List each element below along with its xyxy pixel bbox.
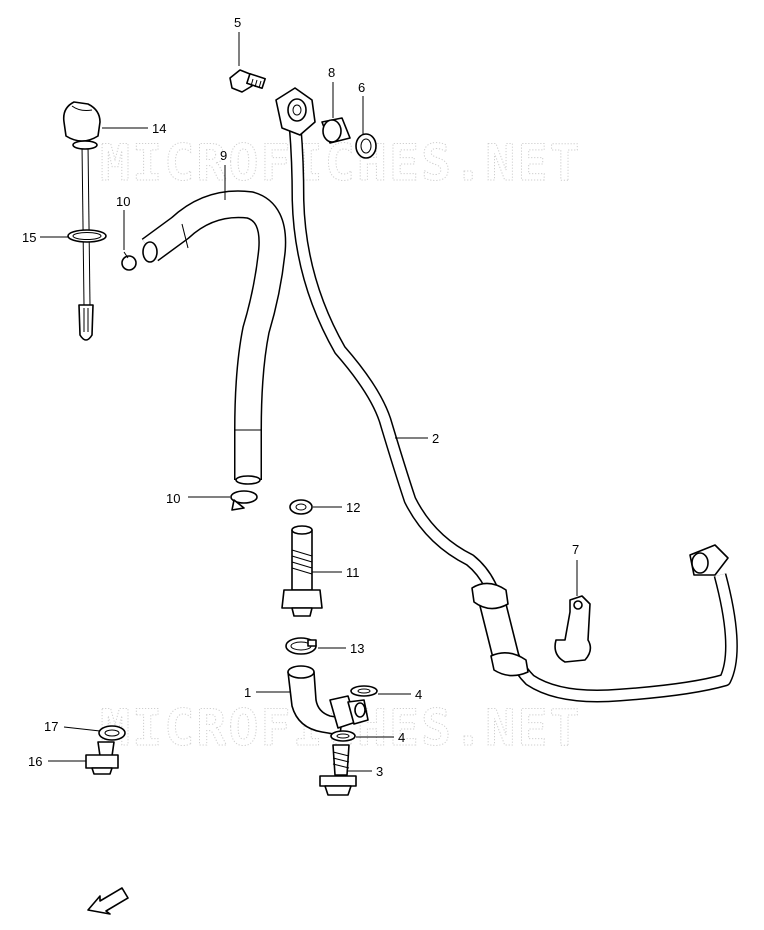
- callout-5-number: 5: [234, 15, 241, 30]
- callout-14-number: 14: [152, 121, 166, 136]
- breather-hose-part: [141, 190, 287, 485]
- callout-1: 1: [244, 685, 290, 700]
- clamp-bracket-part: [554, 595, 592, 663]
- callout-10-upper: 10: [116, 194, 130, 250]
- watermark-top: MICROFICHES.NET: [100, 134, 582, 192]
- callout-4-lower-number: 4: [398, 730, 405, 745]
- callout-16: 16: [28, 754, 86, 769]
- washer-part-4b: [330, 730, 356, 742]
- callout-17-number: 17: [44, 719, 58, 734]
- callout-9-number: 9: [220, 148, 227, 163]
- callout-10-upper-number: 10: [116, 194, 130, 209]
- clip-part-upper: [121, 251, 137, 271]
- callout-17: 17: [44, 719, 101, 734]
- callout-13-number: 13: [350, 641, 364, 656]
- callout-3-number: 3: [376, 764, 383, 779]
- oil-pipe-part: [275, 87, 738, 703]
- callout-13: 13: [318, 641, 364, 656]
- callout-11: 11: [312, 565, 360, 580]
- callout-10-lower: 10: [166, 491, 230, 506]
- callout-4-upper-number: 4: [415, 687, 422, 702]
- callout-12: 12: [313, 500, 360, 515]
- gasket-part-17: [98, 725, 126, 741]
- drain-bolt-part-16: [85, 741, 119, 775]
- bolt-part-5: [229, 69, 266, 93]
- hose-clamp-part-13: [285, 637, 317, 655]
- callout-15: 15: [22, 230, 68, 245]
- callout-14: 14: [102, 121, 166, 136]
- callout-6-number: 6: [358, 80, 365, 95]
- callout-3: 3: [347, 764, 383, 779]
- callout-11-number: 11: [346, 565, 360, 580]
- callout-1-number: 1: [244, 685, 251, 700]
- callout-2-number: 2: [432, 431, 439, 446]
- fwd-arrow-icon: FWD: [87, 887, 129, 915]
- callout-9: 9: [220, 148, 227, 200]
- callout-7-number: 7: [572, 542, 579, 557]
- clip-part-lower: [230, 490, 258, 511]
- callout-10-lower-number: 10: [166, 491, 180, 506]
- callout-2: 2: [395, 431, 439, 446]
- callout-8-number: 8: [328, 65, 335, 80]
- callout-4-upper: 4: [378, 687, 422, 702]
- callout-12-number: 12: [346, 500, 360, 515]
- callout-8: 8: [328, 65, 335, 118]
- collar-part-8: [321, 117, 351, 144]
- callout-15-number: 15: [22, 230, 36, 245]
- callout-5: 5: [234, 15, 241, 66]
- elbow-union-part: [287, 665, 369, 736]
- callout-16-number: 16: [28, 754, 42, 769]
- washer-part-12: [289, 499, 313, 515]
- union-bolt-part-3: [319, 744, 357, 796]
- callout-4-lower: 4: [356, 730, 405, 745]
- gasket-part-6: [355, 133, 377, 159]
- washer-part-4a: [350, 685, 378, 697]
- callout-7: 7: [572, 542, 579, 596]
- callout-6: 6: [358, 80, 365, 134]
- dipstick-part: [62, 101, 107, 341]
- sensor-part-11: [281, 525, 323, 617]
